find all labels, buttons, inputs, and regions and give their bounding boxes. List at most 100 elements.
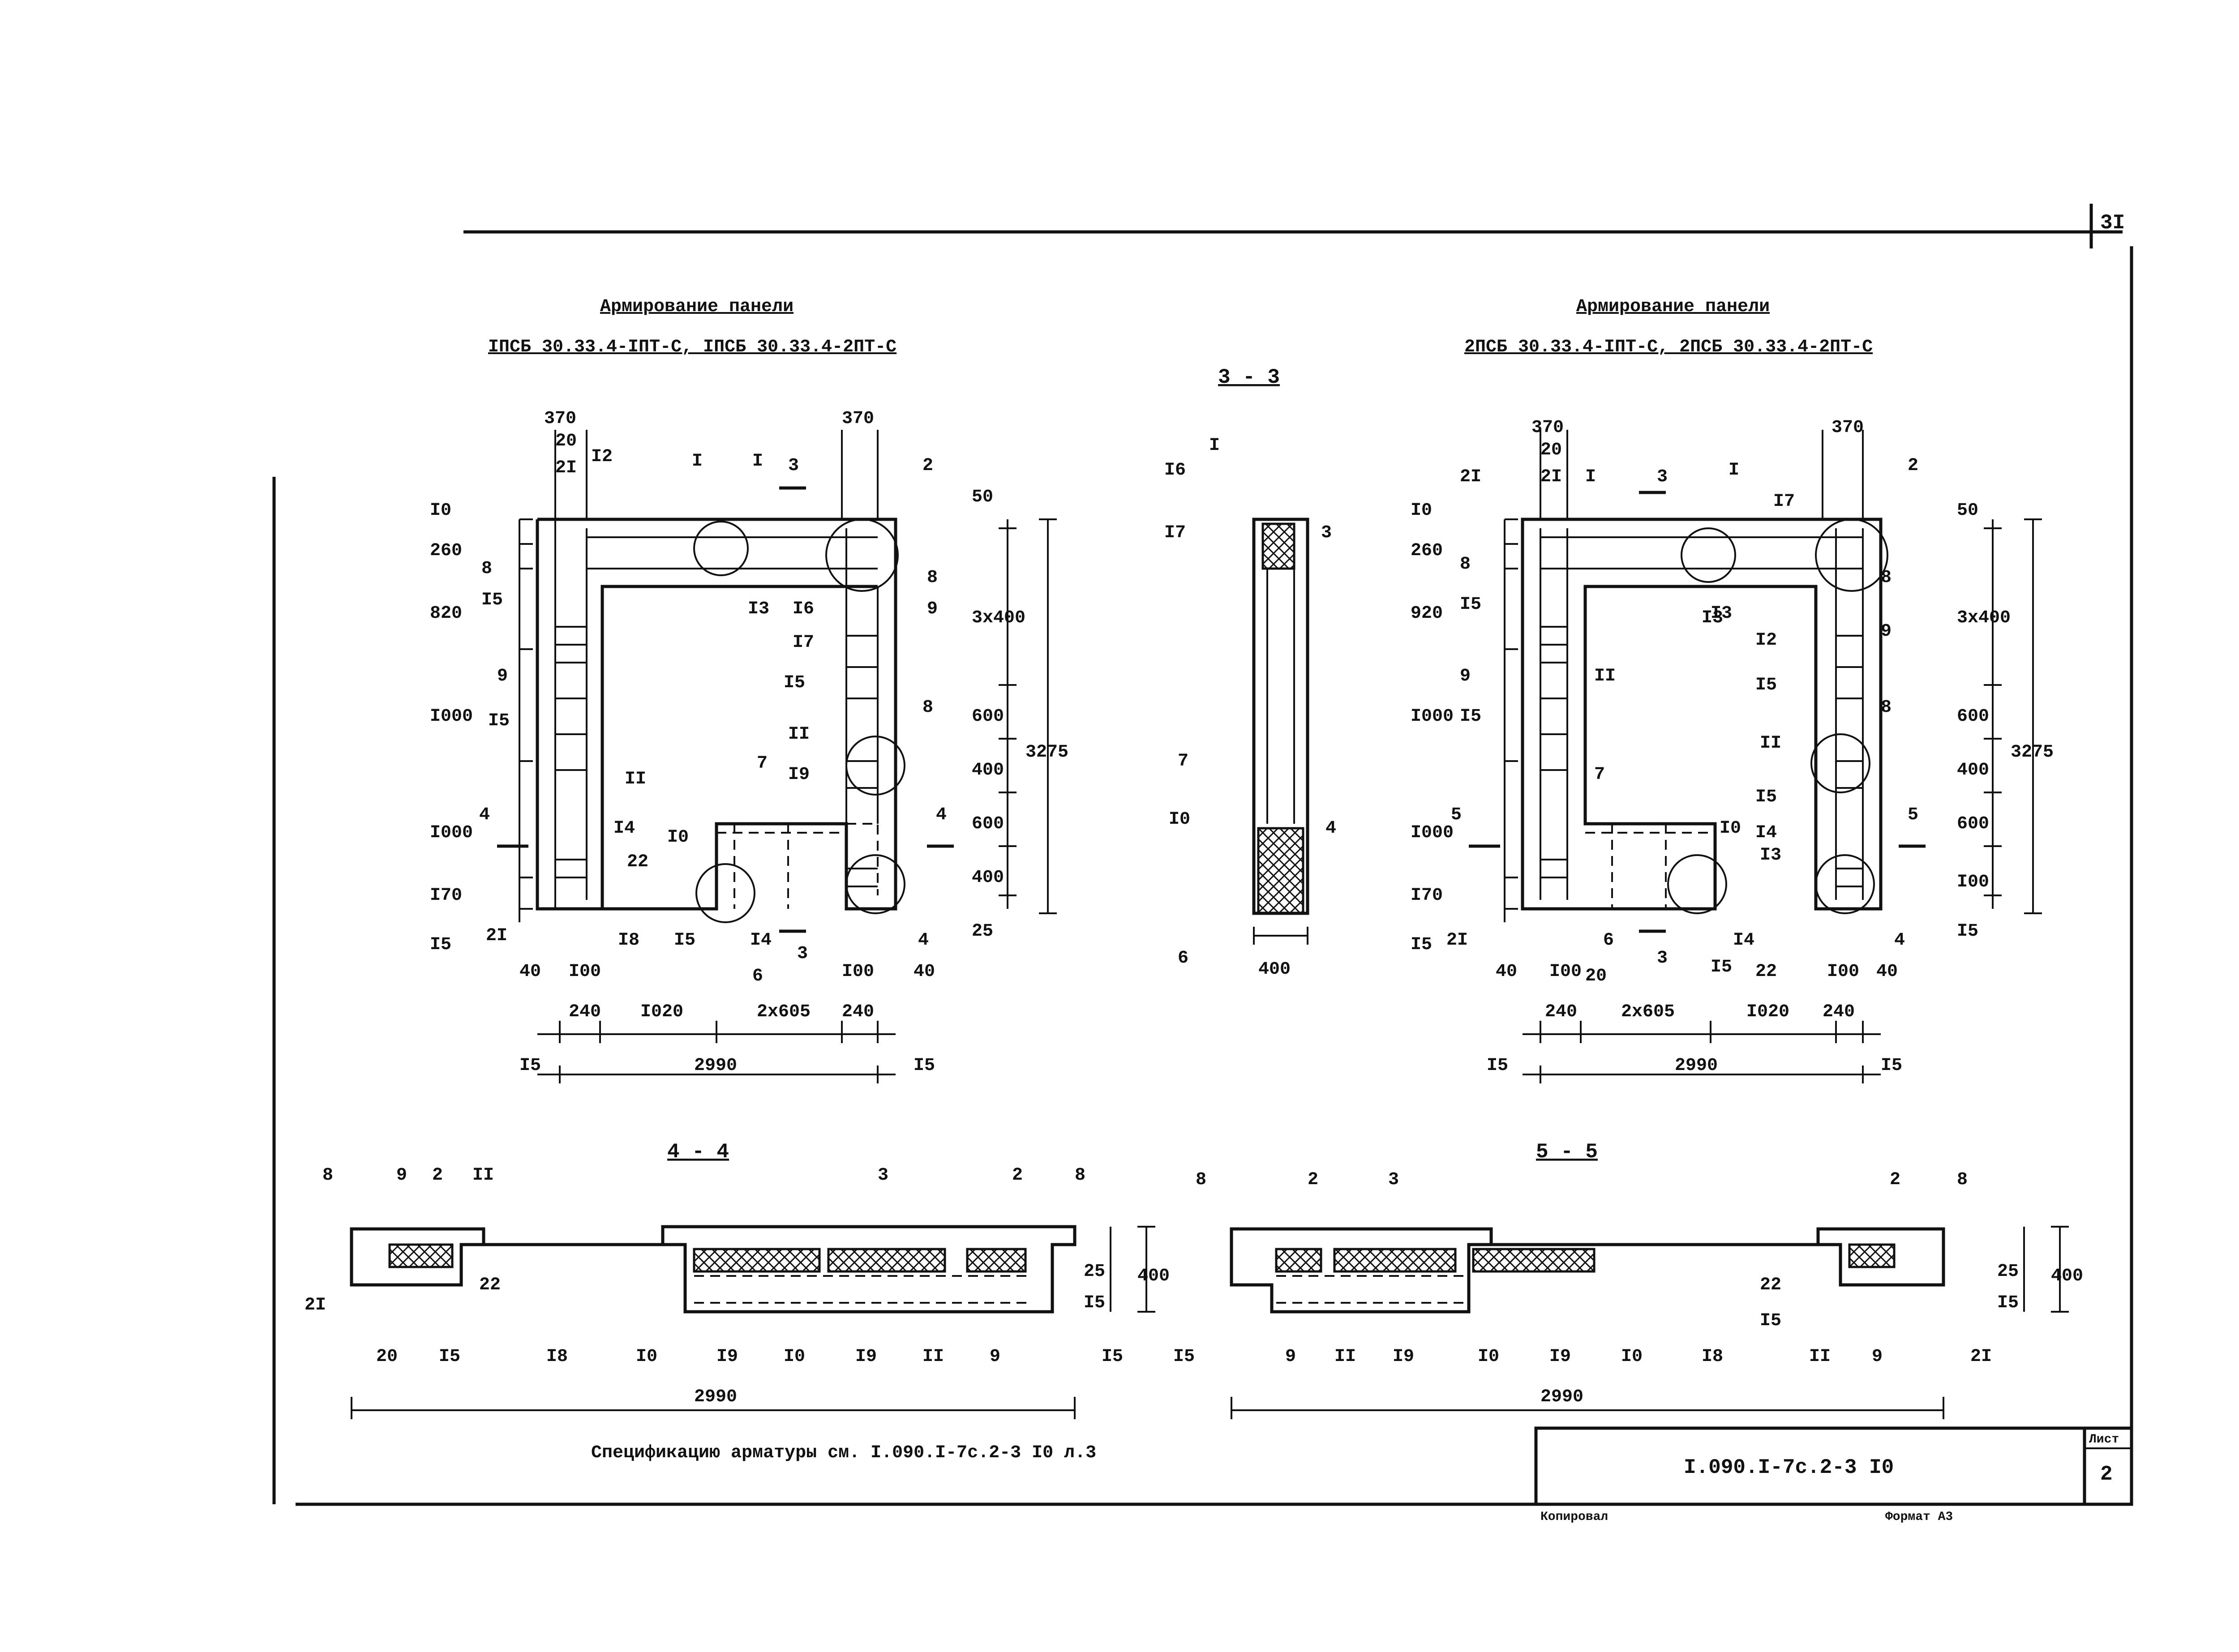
drawing-label: I3 xyxy=(748,599,769,619)
drawing-label: 8 xyxy=(922,698,933,718)
drawing-label: I0 xyxy=(784,1347,805,1367)
drawing-label: 2I xyxy=(1970,1347,1992,1367)
drawing-label: I5 xyxy=(1102,1347,1123,1367)
drawing-label: 260 xyxy=(1411,541,1443,561)
drawing-label: I6 xyxy=(793,599,814,619)
sheet-value: 2 xyxy=(2100,1463,2113,1486)
drawing-label: I7 xyxy=(1164,523,1186,543)
drawing-label: 6 xyxy=(1603,930,1614,950)
drawing-label: 22 xyxy=(1755,962,1777,982)
drawing-label: 240 xyxy=(1823,1002,1855,1022)
drawing-label: 3x400 xyxy=(972,608,1025,628)
drawing-label: 9 xyxy=(1460,666,1471,686)
drawing-label: 2x605 xyxy=(757,1002,811,1022)
drawing-label: 2 xyxy=(1908,456,1918,476)
drawing-label: 2 xyxy=(1308,1170,1318,1190)
document-code: I.090.I-7c.2-3 I0 xyxy=(1684,1456,1894,1479)
drawing-label: 7 xyxy=(1178,751,1188,771)
drawing-label: 20 xyxy=(555,431,577,451)
drawing-label: I5 xyxy=(1711,957,1732,977)
drawing-label: I5 xyxy=(1755,787,1777,807)
drawing-label: 22 xyxy=(627,852,648,872)
drawing-label: 3 xyxy=(1388,1170,1399,1190)
sheet-label: Лист xyxy=(2089,1433,2119,1447)
drawing-label: 2I xyxy=(555,458,577,478)
drawing-label: 370 xyxy=(1832,418,1864,438)
drawing-label: 2990 xyxy=(1540,1387,1583,1407)
drawing-label: 6 xyxy=(1178,948,1188,968)
drawing-label: I8 xyxy=(618,930,639,950)
drawing-label: 3275 xyxy=(1025,742,1068,762)
drawing-label: 8 xyxy=(1881,568,1892,588)
drawing-label: 2 xyxy=(922,456,933,476)
drawing-label: 3 xyxy=(1321,523,1332,543)
drawing-label: I70 xyxy=(1411,886,1443,906)
drawing-label: I5 xyxy=(1487,1056,1508,1076)
drawing-label: 22 xyxy=(1760,1275,1781,1295)
drawing-label: 8 xyxy=(1957,1170,1968,1190)
drawing-label: 2I xyxy=(1460,467,1481,487)
drawing-label: I9 xyxy=(716,1347,738,1367)
drawing-label: 400 xyxy=(2051,1266,2083,1286)
drawing-label: I6 xyxy=(1164,460,1186,480)
drawing-label: 2I xyxy=(1540,467,1562,487)
section-5-5-drawing: 5 - 5 25 I5 400 2990 8 2 3 2 8 I5 9 II I… xyxy=(1173,1140,2083,1419)
drawing-label: 2 xyxy=(1890,1170,1900,1190)
drawing-label: 400 xyxy=(972,760,1004,780)
drawing-label: I4 xyxy=(750,930,772,950)
copied-label: Копировал xyxy=(1540,1510,1608,1524)
drawing-label: 370 xyxy=(544,409,576,429)
drawing-label: I0 xyxy=(667,827,689,847)
drawing-label: II xyxy=(1809,1347,1831,1367)
drawing-label: I5 xyxy=(674,930,695,950)
drawing-label: 600 xyxy=(972,706,1004,727)
drawing-label: I7 xyxy=(1773,492,1795,512)
drawing-label: 8 xyxy=(927,568,938,588)
drawing-label: 9 xyxy=(1881,621,1892,642)
drawing-label: I5 xyxy=(1460,595,1481,615)
drawing-label: II xyxy=(788,724,810,745)
drawing-label: 9 xyxy=(990,1347,1000,1367)
drawing-label: I0 xyxy=(1411,501,1432,521)
drawing-label: I3 xyxy=(1702,608,1723,628)
drawing-label: 4 xyxy=(479,805,490,825)
sheet-frame xyxy=(272,204,2133,1506)
drawing-label: I0 xyxy=(1169,809,1190,830)
drawing-label: 4 xyxy=(918,930,929,950)
drawing-label: I5 xyxy=(784,673,805,693)
drawing-label: 40 xyxy=(1876,962,1898,982)
drawing-label: I0 xyxy=(1478,1347,1499,1367)
drawing-label: 260 xyxy=(430,541,462,561)
drawing-label: 2 xyxy=(1012,1165,1023,1186)
drawing-label: I9 xyxy=(855,1347,877,1367)
drawing-label: I5 xyxy=(1173,1347,1195,1367)
drawing-label: I xyxy=(752,451,763,471)
drawing-label: I000 xyxy=(1411,823,1454,843)
drawing-label: I5 xyxy=(1997,1293,2019,1313)
left-panel-title: Армирование панели xyxy=(600,297,794,317)
drawing-label: 8 xyxy=(1460,554,1471,574)
right-panel-subtitle: 2ПСБ 30.33.4-IПТ-С, 2ПСБ 30.33.4-2ПТ-С xyxy=(1464,337,1873,357)
drawing-label: I2 xyxy=(591,447,613,467)
drawing-label: 2 xyxy=(432,1165,443,1186)
drawing-label: II xyxy=(922,1347,944,1367)
drawing-label: 40 xyxy=(1496,962,1517,982)
drawing-label: I5 xyxy=(439,1347,460,1367)
section-3-3-title: 3 - 3 xyxy=(1218,366,1280,389)
section-4-4-title: 4 - 4 xyxy=(667,1140,729,1164)
drawing-label: II xyxy=(1760,733,1781,753)
drawing-label: I xyxy=(692,451,703,471)
drawing-label: I4 xyxy=(1755,823,1777,843)
left-panel-subtitle: IПСБ 30.33.4-IПТ-С, IПСБ 30.33.4-2ПТ-С xyxy=(488,337,896,357)
section-4-4-drawing: 4 - 4 25 I5 400 2990 8 9 2 II 3 2 8 2I 2… xyxy=(305,1140,1170,1419)
drawing-label: 240 xyxy=(569,1002,601,1022)
drawing-label: 20 xyxy=(1540,440,1562,460)
drawing-label: 920 xyxy=(1411,603,1443,624)
specification-note: Спецификацию арматуры см. I.090.I-7c.2-3… xyxy=(591,1443,1096,1463)
drawing-label: I2 xyxy=(1755,630,1777,651)
drawing-label: 3 xyxy=(878,1165,888,1186)
drawing-label: I5 xyxy=(481,590,503,610)
drawing-label: I00 xyxy=(842,962,874,982)
drawing-label: 5 xyxy=(1908,805,1918,825)
